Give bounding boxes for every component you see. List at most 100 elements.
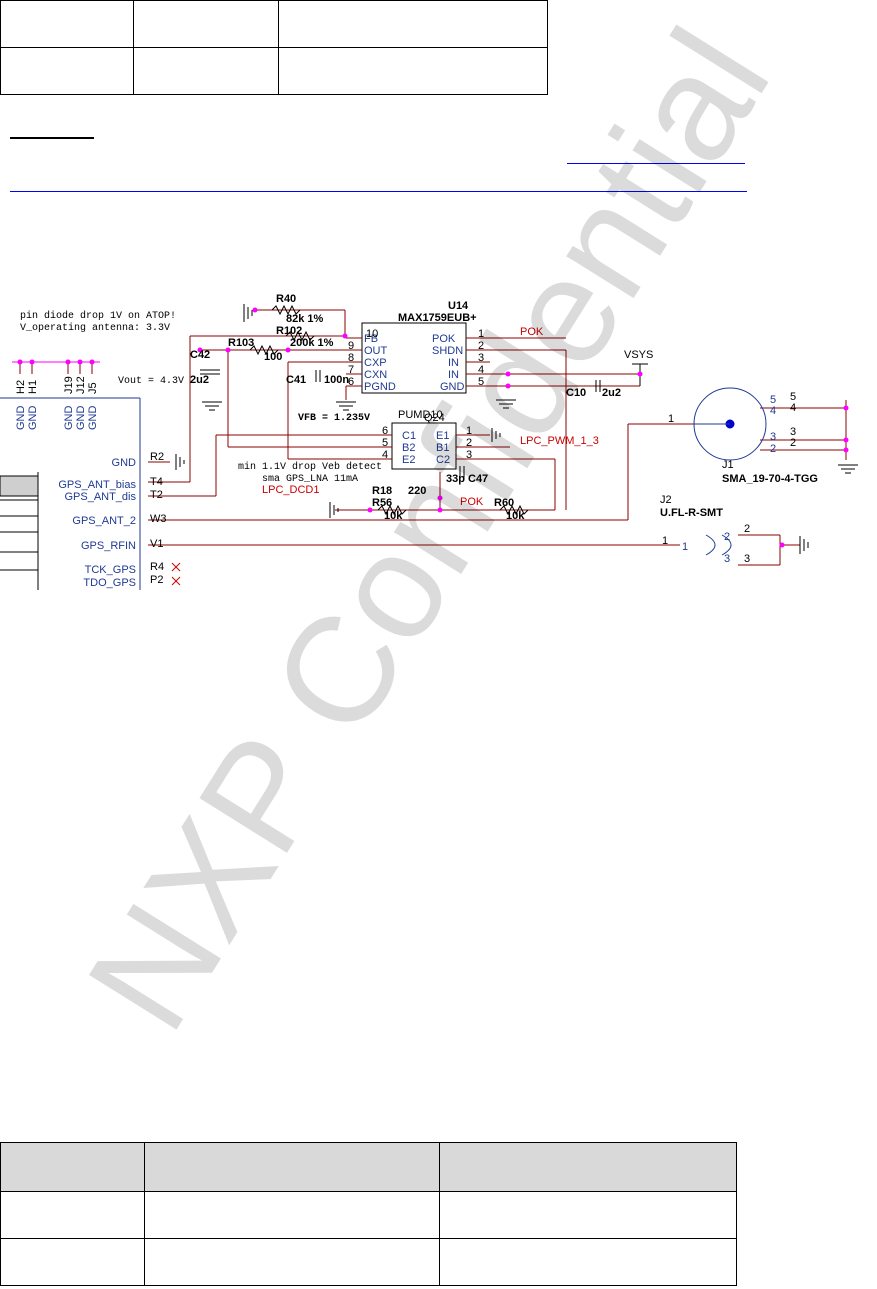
r102-value: 200k 1% — [290, 337, 334, 349]
net-vsys: VSYS — [624, 349, 653, 361]
header-ref: H1 — [27, 380, 39, 394]
header-gnd-label: GND — [63, 406, 75, 431]
table-cell — [144, 1142, 440, 1192]
header-gnd-label: GND — [15, 406, 27, 431]
u14-pin-num: 10 — [366, 328, 378, 340]
q24-pin-label: B2 — [402, 442, 415, 454]
r56-value: 10k — [384, 510, 403, 522]
table-row — [0, 47, 548, 95]
table-cell — [278, 0, 548, 48]
u14-pin-num: 7 — [348, 364, 354, 376]
hyperlink-underline[interactable] — [567, 163, 745, 164]
gps-signal-label: GPS_ANT_bias — [58, 479, 136, 491]
c41-ref: C41 — [286, 374, 306, 386]
ground-icon — [175, 454, 185, 470]
u14-body — [361, 322, 467, 394]
u14-pin-num: 6 — [348, 376, 354, 388]
gps-signal-label: GPS_ANT_dis — [64, 491, 136, 503]
gps-pin-label: R2 — [150, 451, 164, 463]
gps-pin-label: W3 — [150, 513, 167, 525]
j2-pin-num: 1 — [662, 535, 668, 547]
j1-pin-num: 3 — [790, 426, 796, 438]
j2-pin-label: 3 — [724, 553, 730, 565]
gps-pin-label: V1 — [150, 538, 163, 550]
u14-pin-num: 1 — [478, 328, 484, 340]
module-highlight — [0, 475, 39, 497]
table-row — [0, 1191, 737, 1239]
note-vout: Vout = 4.3V — [118, 376, 184, 387]
j1-pin-label: 4 — [770, 405, 776, 417]
table-cell — [0, 0, 134, 48]
u14-pin-label: IN — [448, 357, 459, 369]
junction-dots — [17, 307, 849, 548]
gps-signal-label: TDO_GPS — [83, 577, 136, 589]
ground-icon — [838, 464, 858, 474]
c47-ref: C47 — [468, 473, 488, 485]
gps-pin-label: R4 — [150, 561, 164, 573]
r102-symbol — [285, 330, 315, 342]
net-pok: POK — [520, 326, 544, 338]
j2-pin-label: 2 — [724, 531, 730, 543]
u14-pin-num: 5 — [478, 376, 484, 388]
table-header-row — [0, 1142, 737, 1192]
j1-pin-label: 2 — [770, 443, 776, 455]
q24-pin-num: 4 — [382, 449, 388, 461]
ground-icon — [202, 401, 222, 411]
table-cell — [133, 0, 279, 48]
heading-underline — [10, 137, 94, 139]
j1-pin-label: 3 — [770, 431, 776, 443]
table-cell — [278, 47, 548, 95]
header-ref: J19 — [63, 376, 75, 394]
q24-pin-label: B1 — [436, 442, 449, 454]
header-gnd-label: GND — [75, 406, 87, 431]
r40-ref: R40 — [276, 293, 296, 305]
u14-pin-label: OUT — [364, 345, 388, 357]
r103-ref: R103 — [228, 337, 254, 349]
gps-signal-label: GND — [112, 457, 137, 469]
gps-pin-label: T2 — [150, 489, 163, 501]
gps-signal-label: GPS_ANT_2 — [72, 515, 136, 527]
q24-ref: Q24 — [424, 412, 445, 424]
j2-pin-num: 3 — [744, 553, 750, 565]
u14-pin-num: 9 — [348, 340, 354, 352]
u14-pin-label: SHDN — [432, 345, 463, 357]
u14-pin-num: 4 — [478, 364, 484, 376]
table-cell — [0, 1191, 145, 1239]
table-row — [0, 0, 548, 48]
r18-value: 220 — [408, 485, 426, 497]
c10-value: 2u2 — [602, 387, 621, 399]
note-pin-diode: pin diode drop 1V on ATOP! — [20, 310, 176, 322]
gps-signal-label: GPS_RFIN — [81, 540, 136, 552]
j2-ufl-symbol — [705, 534, 716, 556]
net-lpc-pwm: LPC_PWM_1_3 — [520, 435, 599, 447]
u14-pin-num: 2 — [478, 340, 484, 352]
gps-pin-label: P2 — [150, 574, 163, 586]
table-cell — [439, 1191, 737, 1239]
q24-pin-num: 2 — [466, 437, 472, 449]
ground-icon — [799, 536, 809, 554]
header-ref: J12 — [75, 376, 87, 394]
u14-pin-num: 3 — [478, 352, 484, 364]
c42-ref: C42 — [190, 349, 210, 361]
gps-pin-label: T4 — [150, 476, 163, 488]
u14-pin-label: PGND — [364, 381, 396, 393]
hyperlink-underline[interactable] — [10, 191, 747, 192]
ground-icon — [336, 401, 356, 411]
j1-ref: J1 — [722, 459, 734, 471]
r56-ref: R56 — [372, 497, 392, 509]
j1-pin-label: 5 — [770, 394, 776, 406]
note-vfb: VFB = 1.235V — [298, 413, 370, 424]
gps-antenna-schematic: pin diode drop 1V on ATOP! V_operating a… — [0, 293, 858, 590]
table-cell — [144, 1238, 440, 1286]
q24-pin-num: 1 — [466, 425, 472, 437]
q24-pin-label: E2 — [402, 454, 415, 466]
header-gnd-label: GND — [87, 406, 99, 431]
r18-ref: R18 — [372, 485, 392, 497]
j1-part: SMA_19-70-4-TGG — [722, 473, 818, 485]
net-lpc-dcd: LPC_DCD1 — [262, 484, 319, 496]
table-cell — [144, 1191, 440, 1239]
note-min-drop: min 1.1V drop Veb detect — [238, 461, 382, 473]
ground-icon — [491, 428, 501, 442]
q24-pin-label: C2 — [436, 454, 450, 466]
j2-ref: J2 — [660, 494, 672, 506]
